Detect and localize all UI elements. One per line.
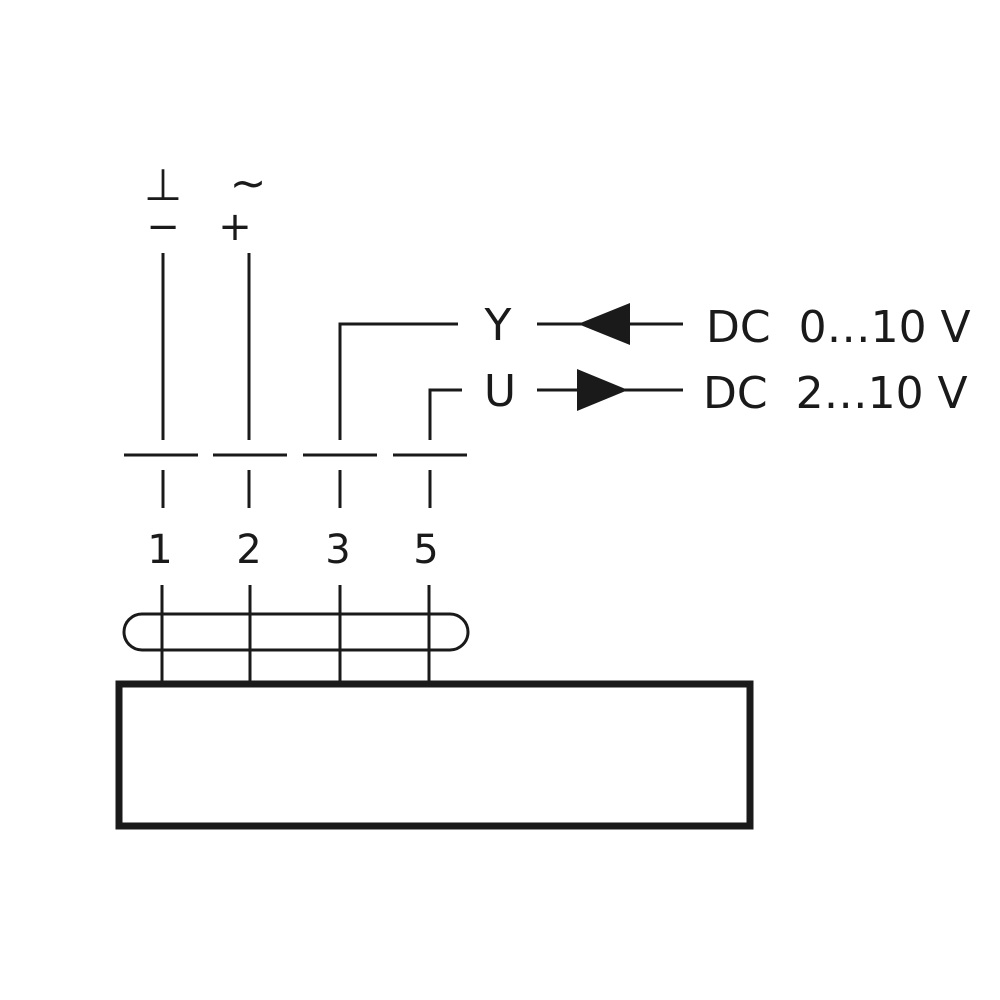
signal-y-label: Y: [484, 300, 512, 351]
terminal-number-3: 3: [325, 527, 350, 573]
ac-symbol: ~: [230, 158, 267, 209]
signal-y-range: DC 0…10 V: [706, 302, 971, 353]
wire-5-upper: [428, 388, 462, 440]
plus-symbol: +: [218, 204, 252, 250]
signal-u-range: DC 2…10 V: [703, 368, 968, 419]
terminal-number-1: 1: [147, 527, 172, 573]
arrow-left-icon: [578, 303, 630, 345]
terminal-number-2: 2: [236, 527, 261, 573]
signal-u-label: U: [484, 366, 516, 417]
device-housing: [115, 680, 754, 830]
cable-sheath: [122, 612, 470, 652]
ground-symbol: ⊥: [144, 160, 182, 211]
terminal-number-5: 5: [413, 527, 438, 573]
arrow-right-icon: [577, 369, 628, 411]
minus-symbol: −: [146, 204, 180, 250]
wire-3-upper: [338, 322, 458, 440]
